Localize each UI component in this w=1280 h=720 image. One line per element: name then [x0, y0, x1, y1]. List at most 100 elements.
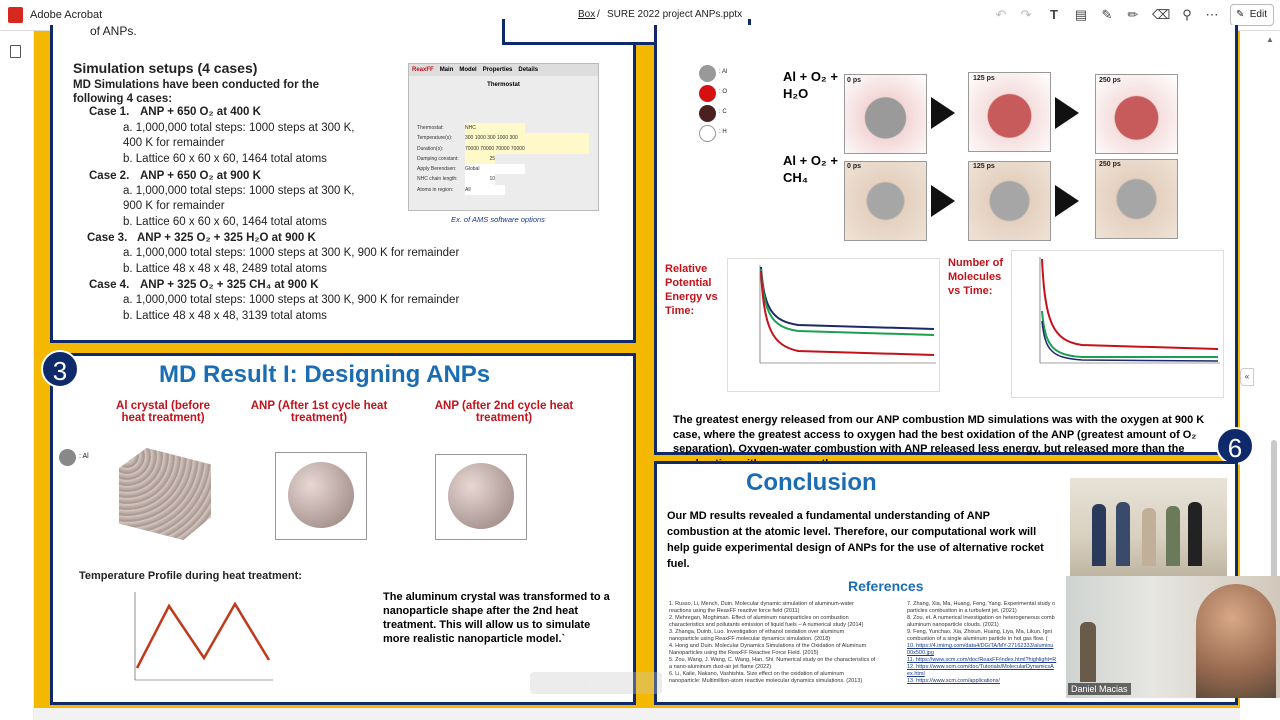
ams-caption: Ex. of AMS software options	[451, 215, 545, 224]
ams-field: Temperature(s):	[417, 135, 453, 142]
team-photo	[1070, 478, 1227, 576]
md1-temp-title: Temperature Profile during heat treatmen…	[79, 570, 302, 582]
legend-al: : Al	[719, 69, 728, 75]
breadcrumb-box[interactable]: Box	[578, 9, 596, 20]
ch4-250ps-frame	[1095, 159, 1178, 239]
ams-field-values: NHC 300 1000 300 1000 300 70000 70000 70…	[465, 123, 589, 196]
label-molecules: Number of Molecules vs Time:	[948, 257, 1003, 297]
legend-c: : C	[719, 109, 727, 115]
scrollbar-track[interactable]	[1271, 440, 1277, 670]
reference-link[interactable]: ex.html	[907, 671, 925, 677]
reference-link[interactable]: 10. https://4.imimg.com/data4/DG/TA/MY-2…	[907, 643, 1054, 649]
section-badge-3: 3	[41, 350, 79, 388]
redo-icon[interactable]: ↷	[1020, 7, 1032, 22]
reference: 8. Zou, et. A numerical investigation on…	[907, 615, 1055, 621]
breadcrumb-separator: /	[597, 9, 600, 20]
legend-h: : H	[719, 129, 727, 135]
md1-legend-al: : Al	[79, 453, 89, 460]
case2-b: b. Lattice 60 x 60 x 60, 1464 total atom…	[123, 216, 327, 228]
scroll-up-icon[interactable]: ▲	[1266, 35, 1274, 44]
h2o-125ps-frame	[968, 72, 1051, 152]
h2o-250ps-frame	[1095, 74, 1178, 154]
reference: 7. Zhang, Xia, Ma, Huang, Feng, Yang. Ex…	[907, 601, 1056, 607]
eraser-icon[interactable]: ⌫	[1152, 7, 1171, 22]
reference-link[interactable]: 00x500.jpg	[907, 650, 934, 656]
person	[1116, 502, 1130, 566]
anp1-box	[275, 452, 367, 540]
ams-field: Duration(s):	[417, 145, 444, 152]
person	[1166, 506, 1180, 566]
ch4-125ps-frame	[968, 161, 1051, 241]
draw-icon[interactable]: ✏	[1127, 7, 1139, 22]
reference-link[interactable]: 12. https://www.scm.com/doc/Tutorials/Mo…	[907, 664, 1054, 670]
ams-tab-main: Main	[439, 67, 454, 73]
al-legend-dot	[59, 449, 76, 466]
page-total: / 1	[610, 678, 619, 687]
page-nav-overlay: 1 / 1	[530, 672, 662, 694]
participant-name: Daniel Macias	[1068, 683, 1131, 695]
pages-icon[interactable]	[10, 45, 21, 58]
sim-title: Simulation setups (4 cases)	[73, 60, 258, 76]
ams-tabs: ReaxFF Main Model Properties Details	[409, 64, 598, 76]
search-icon[interactable]: ⚲	[1182, 7, 1192, 22]
references-title: References	[848, 578, 924, 594]
collapse-panel-icon[interactable]: «	[1240, 368, 1254, 386]
ams-field: Atoms in region:	[417, 186, 454, 193]
sim-intro-2: following 4 cases:	[73, 93, 173, 105]
case2-a2: 900 K for remainder	[123, 200, 225, 212]
legend-o-dot	[699, 85, 716, 102]
ams-tab-reaxff: ReaxFF	[412, 67, 434, 73]
edit-button[interactable]: ✎Edit	[1230, 4, 1274, 26]
md1-col3: ANP (after 2nd cycle heat treatment)	[434, 400, 574, 424]
ams-field: Damping constant:	[417, 155, 459, 162]
of-anps-text: of ANPs.	[90, 24, 137, 38]
text-tool-icon[interactable]: T	[1050, 7, 1058, 22]
molecules-chart	[1011, 250, 1224, 398]
reference: combustion of a single aluminum particle…	[907, 636, 1048, 642]
page-number[interactable]: 1	[588, 678, 593, 687]
document-filename: SURE 2022 project ANPs.pptx	[607, 9, 743, 20]
edit-pencil-icon: ✎	[1236, 9, 1245, 20]
conclusion-text: Our MD results revealed a fundamental un…	[667, 510, 1044, 570]
video-feed: Daniel Macias	[1066, 576, 1280, 698]
reference: 9. Feng, Yunchao, Xia, Zhixun, Huang, Li…	[907, 629, 1052, 635]
h2o-0ps-frame	[844, 74, 927, 154]
h2o-t0: 0 ps	[847, 77, 862, 84]
case1-title: ANP + 650 O₂ at 400 K	[140, 106, 261, 118]
md1-col1: Al crystal (before heat treatment)	[116, 400, 210, 424]
undo-icon[interactable]: ↶	[995, 7, 1007, 22]
arrow-2	[1055, 97, 1079, 129]
case4-title: ANP + 325 O₂ + 325 CH₄ at 900 K	[140, 279, 319, 291]
ams-tab-model: Model	[459, 67, 477, 73]
label-energy: Relative Potential Energy vs Time:	[665, 263, 718, 317]
legend-al-dot	[699, 65, 716, 82]
reference-link[interactable]: 11. https://www.scm.com/doc/ReaxFF/index…	[907, 657, 1057, 663]
case4-b: b. Lattice 48 x 48 x 48, 3139 total atom…	[123, 310, 327, 322]
ams-value: NHC	[465, 123, 525, 134]
case4-a: a. 1,000,000 total steps: 1000 steps at …	[123, 294, 460, 306]
case3-title: ANP + 325 O₂ + 325 H₂O at 900 K	[137, 232, 316, 244]
ams-value: All	[465, 184, 505, 196]
comment-icon[interactable]: ▤	[1074, 7, 1088, 22]
row2-label: Al + O₂ + CH₄	[783, 153, 838, 185]
md-result-2-panel: : Al : O : C : H Al + O₂ + H₂O Al + O₂ +…	[654, 25, 1238, 470]
ch4-0ps-frame	[844, 161, 927, 241]
case3-b: b. Lattice 48 x 48 x 48, 2489 total atom…	[123, 263, 327, 275]
ams-tab-properties: Properties	[482, 67, 513, 73]
arrow-3	[931, 185, 955, 217]
case3-label: Case 3.	[87, 232, 128, 244]
ams-value: 70000 70000 70000 70000	[465, 143, 589, 154]
conclusion-title: Conclusion	[746, 469, 877, 496]
ams-screenshot: ReaxFF Main Model Properties Details The…	[408, 63, 599, 211]
energy-chart	[727, 258, 940, 392]
case2-title: ANP + 650 O₂ at 900 K	[140, 170, 261, 182]
case3-a: a. 1,000,000 total steps: 1000 steps at …	[123, 247, 460, 259]
person	[1142, 508, 1156, 566]
more-icon[interactable]: ⋯	[1205, 7, 1219, 22]
highlight-icon[interactable]: ✎	[1101, 7, 1113, 22]
md-result-1-panel: MD Result I: Designing ANPs Al crystal (…	[50, 353, 636, 705]
bottom-strip	[34, 708, 1240, 720]
reference-link[interactable]: 13. https://www.scm.com/applications/	[907, 678, 1000, 684]
person-background	[1080, 622, 1096, 682]
md1-description: The aluminum crystal was transformed to …	[383, 591, 610, 645]
